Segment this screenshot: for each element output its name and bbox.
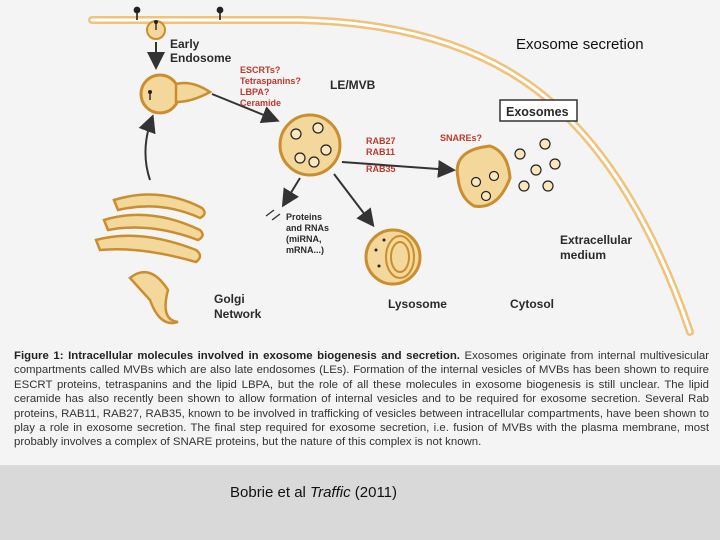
mvb-factor-ceramide: Ceramide bbox=[240, 98, 281, 108]
extracellular-label-1: Extracellular bbox=[560, 233, 632, 247]
cargo-label-3: (miRNA, bbox=[286, 234, 322, 244]
mvb-factor-tetraspanins: Tetraspanins? bbox=[240, 76, 301, 86]
exosomes-box bbox=[499, 99, 578, 122]
cargo-label-2: and RNAs bbox=[286, 223, 329, 233]
le-mvb-label: LE/MVB bbox=[330, 78, 376, 92]
cytosol-label: Cytosol bbox=[510, 297, 554, 311]
multivesicular-body bbox=[278, 113, 342, 177]
citation-journal: Traffic bbox=[310, 484, 351, 501]
rab11-label: RAB11 bbox=[366, 147, 395, 157]
early-endosome-label-2: Endosome bbox=[170, 51, 232, 65]
golgi-network bbox=[94, 193, 206, 325]
footer-band bbox=[0, 465, 720, 540]
exosomes-label: Exosomes bbox=[506, 105, 569, 119]
arrow-mvb-to-cargo bbox=[281, 177, 301, 208]
caption-heading: Figure 1: Intracellular molecules involv… bbox=[14, 350, 460, 362]
membrane-receptors bbox=[133, 6, 224, 20]
citation-authors: Bobrie et al bbox=[230, 484, 311, 501]
lysosome bbox=[364, 228, 422, 286]
arrow-endosome-to-mvb bbox=[211, 93, 280, 124]
golgi-label-2: Network bbox=[214, 307, 262, 321]
citation: Bobrie et al Traffic (2011) bbox=[230, 484, 397, 501]
mvb-factor-lbpa: LBPA? bbox=[240, 87, 269, 97]
caption-body: Exosomes originate from internal multive… bbox=[14, 350, 709, 449]
lysosome-label: Lysosome bbox=[388, 297, 447, 311]
exosome-pathway-diagram: Early Endosome ESCRTs? Tetraspanins? LBP… bbox=[88, 6, 694, 336]
early-endosome-label-1: Early bbox=[170, 37, 200, 51]
citation-year: (2011) bbox=[350, 484, 398, 501]
figure-panel bbox=[0, 0, 720, 465]
cargo-molecules bbox=[265, 209, 281, 221]
golgi-label-1: Golgi bbox=[214, 292, 245, 306]
cargo-label-1: Proteins bbox=[286, 212, 322, 222]
mvb-fusing-membrane bbox=[455, 144, 512, 208]
cargo-label-4: mRNA...) bbox=[286, 245, 324, 255]
slide-title: Exosome secretion bbox=[516, 36, 644, 53]
arrow-mvb-to-membrane bbox=[341, 160, 456, 178]
rab35-label: RAB35 bbox=[366, 164, 396, 174]
endocytic-vesicle bbox=[146, 20, 166, 40]
rab27-label: RAB27 bbox=[366, 136, 396, 146]
mvb-factor-escrt: ESCRTs? bbox=[240, 65, 280, 75]
figure-caption: Figure 1: Intracellular molecules involv… bbox=[14, 349, 709, 450]
arrow-golgi-to-endosome bbox=[138, 114, 156, 181]
extracellular-label-2: medium bbox=[560, 248, 606, 262]
snares-label: SNAREs? bbox=[440, 133, 482, 143]
arrow-mvb-to-lysosome bbox=[333, 173, 375, 228]
released-exosomes bbox=[514, 138, 561, 192]
early-endosome bbox=[139, 73, 213, 115]
